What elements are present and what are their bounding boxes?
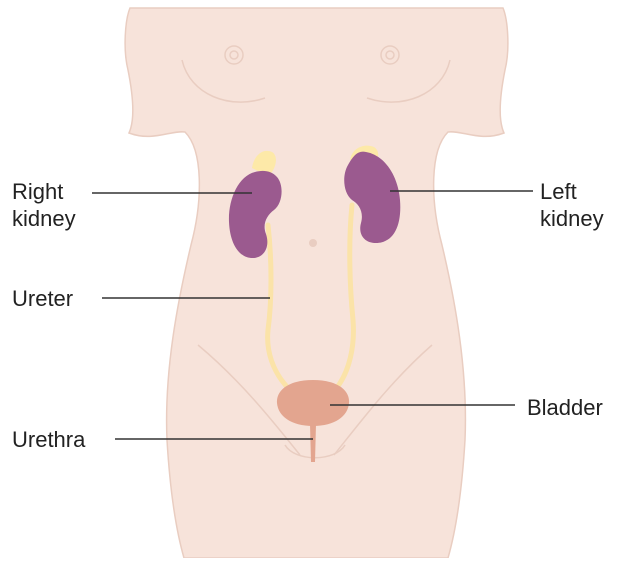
label-urethra: Urethra: [12, 426, 85, 453]
bladder: [277, 380, 349, 426]
label-left-kidney-line1: Left: [540, 178, 630, 205]
label-left-kidney-line2: kidney: [540, 205, 630, 232]
label-right-kidney-line2: kidney: [12, 205, 102, 232]
urethra: [310, 424, 316, 462]
label-right-kidney: Right kidney: [12, 178, 102, 232]
label-right-kidney-line1: Right: [12, 178, 102, 205]
navel: [309, 239, 317, 247]
label-bladder: Bladder: [527, 394, 603, 421]
label-left-kidney: Left kidney: [540, 178, 630, 232]
label-ureter: Ureter: [12, 285, 73, 312]
torso-silhouette: [125, 8, 508, 558]
